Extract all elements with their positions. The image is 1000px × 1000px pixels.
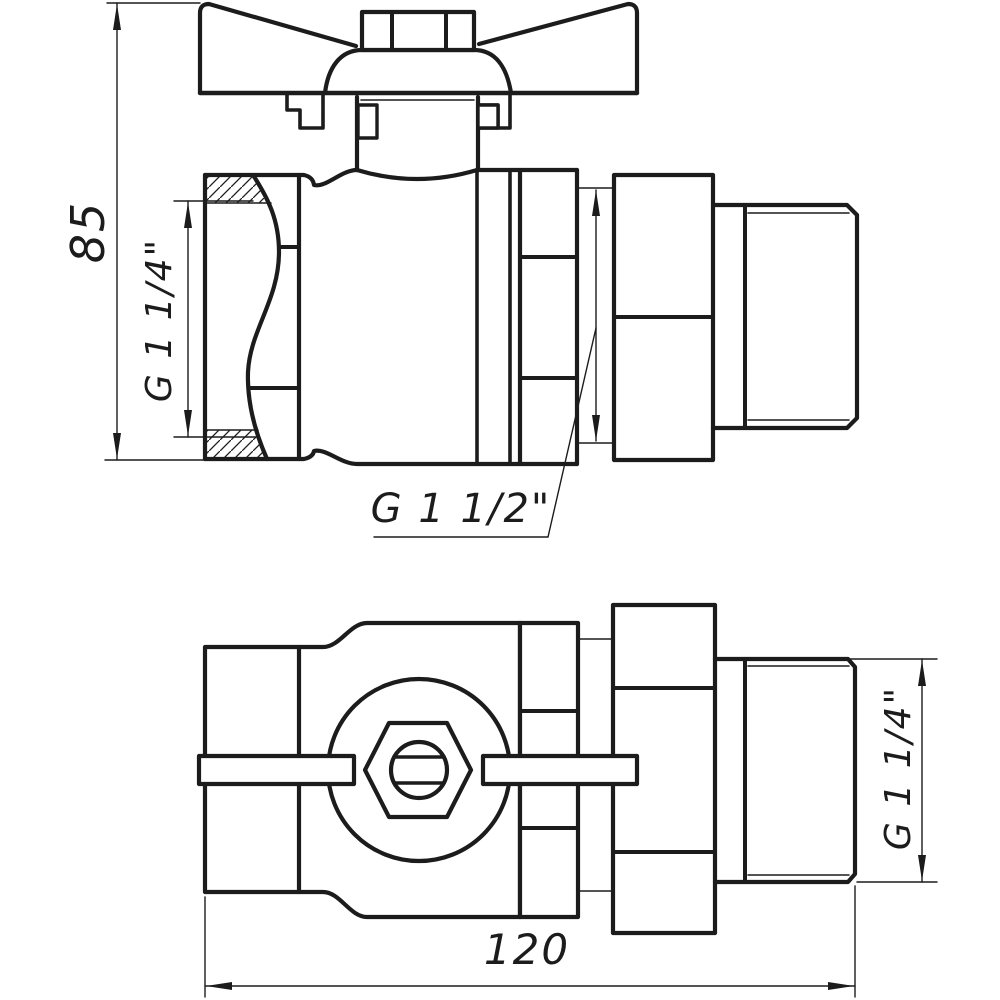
dimensions: 85 G 1 1/4" G 1 1/2" 120 [61, 2, 938, 998]
bonnet-lug-right [476, 103, 500, 130]
arrowhead-up-icon [918, 660, 926, 686]
plan-view [196, 602, 858, 936]
arrowhead-down-icon [184, 410, 192, 436]
bonnet-lug-left [356, 103, 379, 140]
dimension-label-85: 85 [61, 201, 115, 264]
handle-nut [359, 9, 477, 53]
leader-line [547, 327, 597, 538]
dimension-overall-length: 120 [204, 885, 856, 998]
front-view [197, 1, 860, 467]
dimension-union-thread: G 1 1/2" [371, 189, 600, 538]
handle-right-wing [476, 1, 640, 96]
bonnet-group [354, 94, 500, 182]
dimension-label-outlet-thread: G 1 1/4" [878, 686, 919, 850]
thread-hatch-top [206, 176, 271, 203]
stem-circle [388, 739, 450, 801]
handle-bar-right [480, 753, 640, 787]
ball-silhouette-curve [354, 167, 480, 182]
arrowhead-up-icon [113, 4, 121, 30]
dimension-label-120: 120 [484, 925, 570, 974]
handle-left-wing [197, 1, 359, 96]
dimension-inlet-thread: G 1 1/4" [139, 200, 260, 438]
arrowhead-down-icon [592, 415, 600, 441]
handle-bar-left [196, 753, 357, 787]
arrowhead-up-icon [592, 190, 600, 216]
handle-group [197, 1, 640, 130]
body-bottom-outline [202, 448, 580, 467]
dimension-outlet-thread: G 1 1/4" [842, 658, 938, 883]
arrowhead-down-icon [113, 433, 121, 459]
body-plan-top-outline [296, 620, 523, 650]
male-end-outline [710, 202, 860, 431]
thread-hatch-bottom [206, 430, 268, 458]
body-top-outline [202, 167, 360, 188]
arrowhead-up-icon [184, 202, 192, 228]
arrowhead-left-icon [206, 982, 232, 990]
body-plan-bottom-outline [296, 889, 523, 920]
union-group [576, 172, 860, 463]
dimension-label-union-thread: G 1 1/2" [371, 486, 552, 532]
male-end-plan-outline [712, 656, 858, 885]
dimension-overall-height: 85 [61, 2, 268, 461]
body-group [202, 167, 580, 467]
inlet-cap-wave-profile [245, 172, 282, 462]
dimension-label-inlet-thread: G 1 1/4" [139, 238, 180, 402]
arrowhead-right-icon [828, 982, 854, 990]
arrowhead-down-icon [918, 855, 926, 881]
gland-collar-left [285, 91, 325, 130]
